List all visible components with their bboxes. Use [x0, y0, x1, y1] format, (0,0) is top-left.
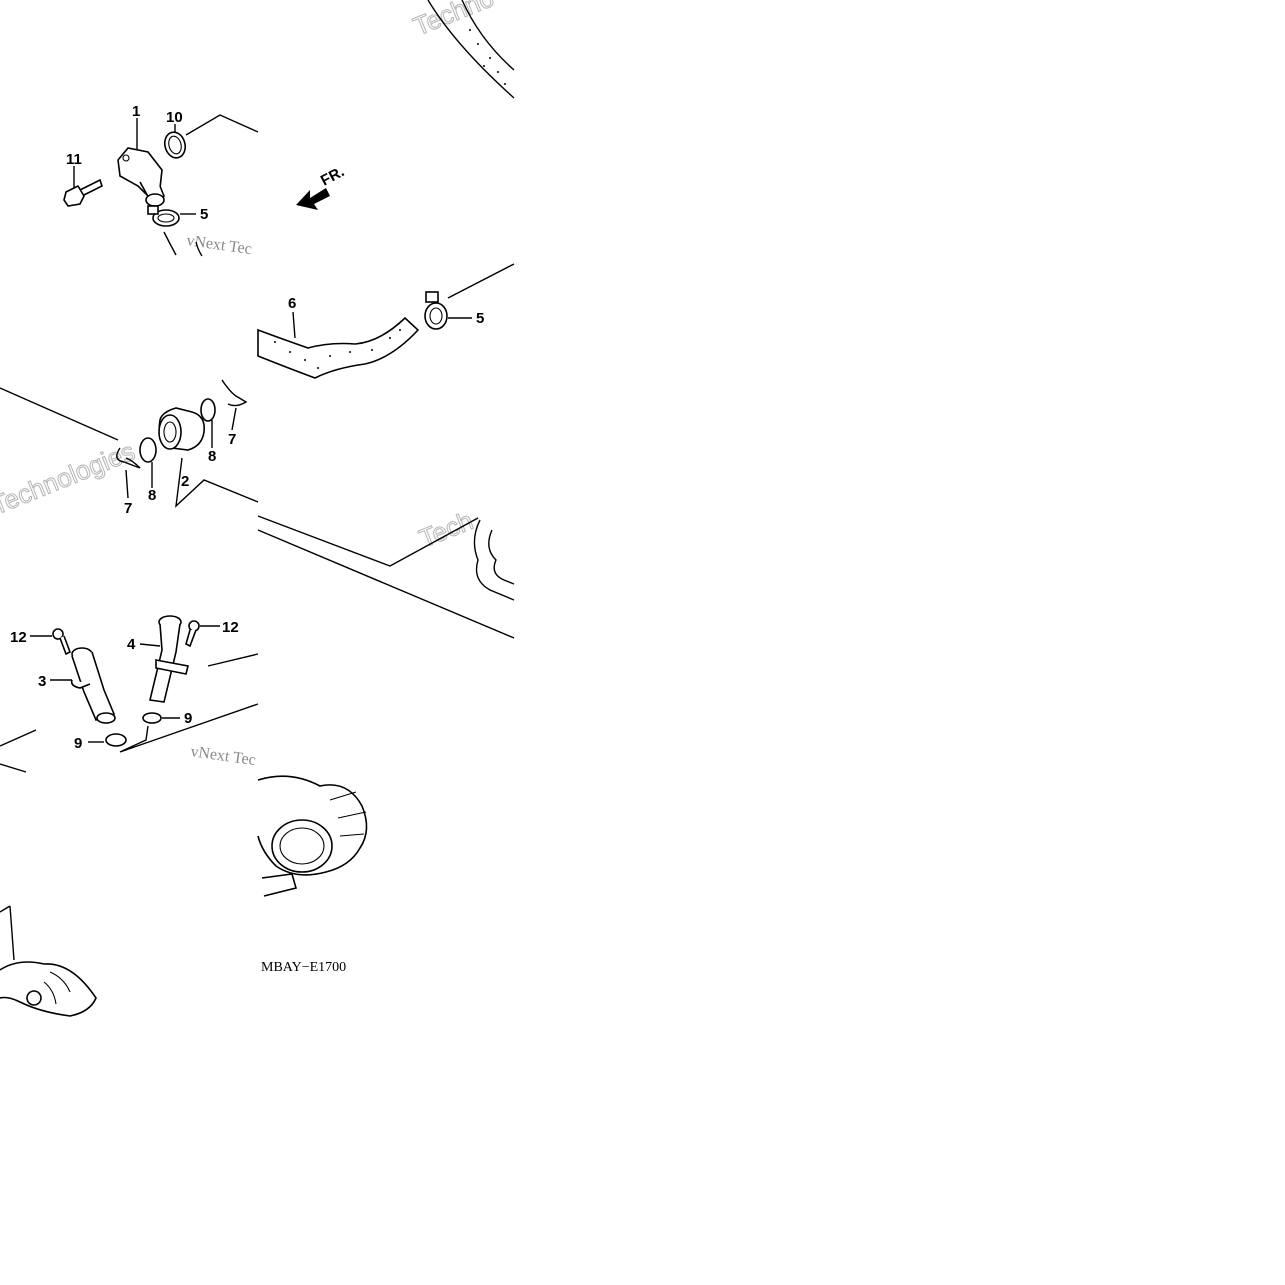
callout-part-10: 10	[166, 109, 183, 126]
leader-line	[207, 653, 259, 667]
leader-line	[175, 457, 259, 508]
o-ring-8	[139, 398, 216, 463]
leader-line	[0, 763, 27, 773]
front-direction-label: FR.	[318, 163, 347, 189]
leader-line	[0, 729, 37, 747]
callout-part-11: 11	[66, 151, 82, 168]
watermark-outline: Technologies	[0, 436, 139, 521]
callout-part-3: 3	[38, 673, 46, 690]
callout-part-8-left: 8	[148, 487, 156, 504]
callout-part-12-right: 12	[222, 619, 239, 636]
leader-line	[292, 311, 296, 339]
leader-line	[119, 703, 259, 753]
leader-line	[447, 263, 515, 299]
o-ring-10	[163, 131, 187, 159]
bolt-12-right	[185, 620, 200, 648]
lower-left-fragment	[0, 905, 97, 1017]
watermark-outline: Tech	[415, 505, 477, 553]
leader-line	[257, 529, 515, 639]
diagram-code: MBAY−E1700	[261, 960, 346, 975]
leader-line	[231, 407, 237, 431]
bolt-12-left	[52, 628, 72, 656]
joint-pipe-2	[158, 407, 206, 451]
leader-line	[139, 643, 161, 647]
callout-part-5-upper: 5	[200, 206, 208, 223]
leader-line	[125, 469, 129, 499]
leader-line	[0, 387, 119, 441]
watermark-text: vNext Tec	[189, 743, 256, 769]
callout-labels: 1 10 11 5 6 5 7 8 2 8 7 12 12 4 3 9 9	[10, 103, 484, 752]
watermark-text: vNext Tec	[185, 232, 252, 258]
callout-part-1: 1	[132, 103, 140, 120]
hose-clamp-5-lower	[424, 291, 448, 330]
callout-part-5-lower: 5	[476, 310, 484, 327]
callout-part-2: 2	[181, 473, 189, 490]
hose-clamp-5-upper	[147, 205, 180, 227]
hose-stub	[195, 241, 203, 257]
bolt-11	[63, 178, 103, 207]
callout-part-12-left: 12	[10, 629, 27, 646]
callout-part-6: 6	[288, 295, 296, 312]
callout-part-7-right: 7	[228, 431, 236, 448]
leader-line	[185, 114, 259, 136]
water-hose-6	[257, 316, 420, 379]
callout-part-4: 4	[127, 636, 136, 653]
upper-hose-fragment	[427, 0, 515, 99]
callout-part-9-left: 9	[74, 735, 82, 752]
clip-7	[116, 379, 248, 469]
hose-stub	[163, 231, 177, 256]
water-pipe-3	[70, 647, 116, 724]
water-outlet-1	[117, 147, 165, 208]
callout-part-9-right: 9	[184, 710, 192, 727]
callout-part-8-right: 8	[208, 448, 216, 465]
callout-part-7-left: 7	[124, 500, 132, 517]
o-ring-9	[105, 712, 162, 747]
engine-outline-lower	[257, 775, 368, 897]
engine-outline-upper	[473, 519, 515, 601]
leader-line	[257, 515, 479, 567]
front-direction-arrow	[296, 188, 330, 210]
water-pipe-4	[149, 615, 189, 703]
